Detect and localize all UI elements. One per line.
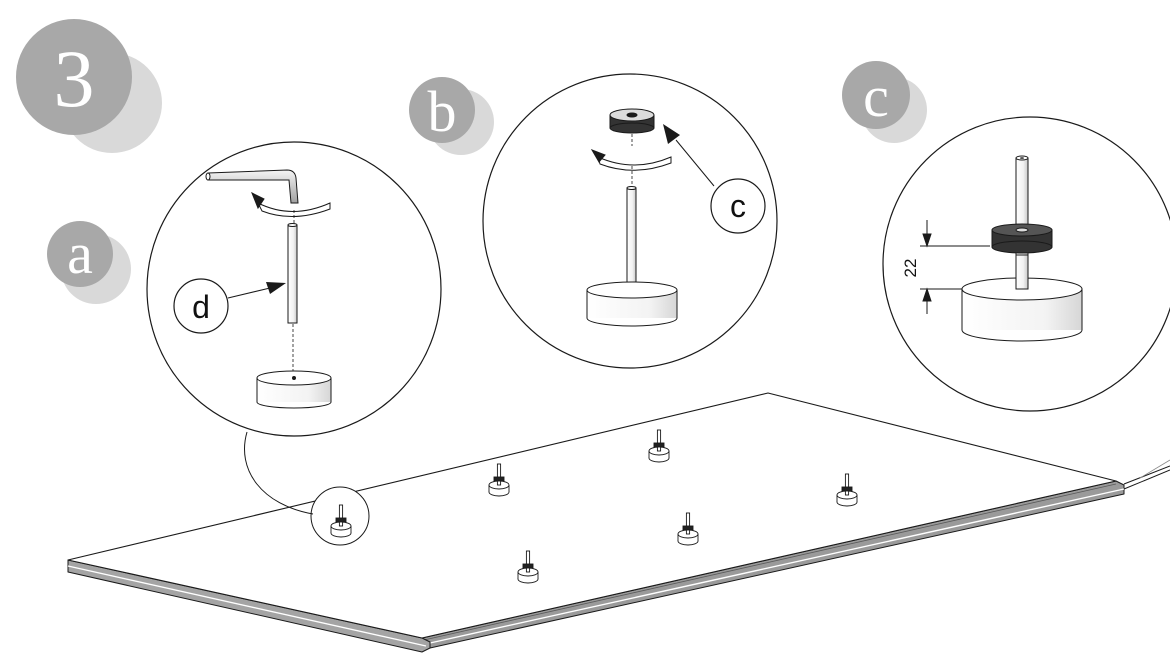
detail-b-badge: b [409,77,494,155]
leveling-feet [310,429,858,584]
wrench-arc [590,149,672,171]
detail-a-letter: a [67,221,93,286]
hex-nut [609,108,655,134]
leveling-foot [330,504,352,538]
foot-base [586,281,678,327]
detail-leader-line [244,431,314,515]
detail-a-badge: a [47,221,131,304]
detail-c: c 22 [842,61,1170,412]
foot-base [256,370,332,409]
callout-c-label: c [730,188,746,224]
dimension-label: 22 [901,259,920,278]
leveling-foot [677,512,699,546]
step-badge: 3 [16,19,162,153]
detail-b-letter: b [428,79,457,144]
wrench-arc [251,191,331,218]
leveling-foot [648,429,670,463]
detail-a: a d [47,141,442,437]
leveling-foot [488,463,510,497]
step-number: 3 [54,33,95,124]
leveling-foot [836,473,858,507]
callout-d-label: d [192,289,210,325]
callout-d: d [173,278,286,334]
detail-c-letter: c [863,64,889,129]
foot-base [961,277,1083,342]
threaded-rod [626,186,637,291]
leveling-foot [517,550,539,584]
table-top-panel [67,392,1170,653]
detail-c-badge: c [842,61,927,143]
hex-key [205,169,299,204]
threaded-rod [287,223,298,324]
dimension-22: 22 [901,220,990,314]
callout-c: c [663,124,766,234]
detail-b: b c [409,73,778,369]
hex-nut [991,223,1053,254]
